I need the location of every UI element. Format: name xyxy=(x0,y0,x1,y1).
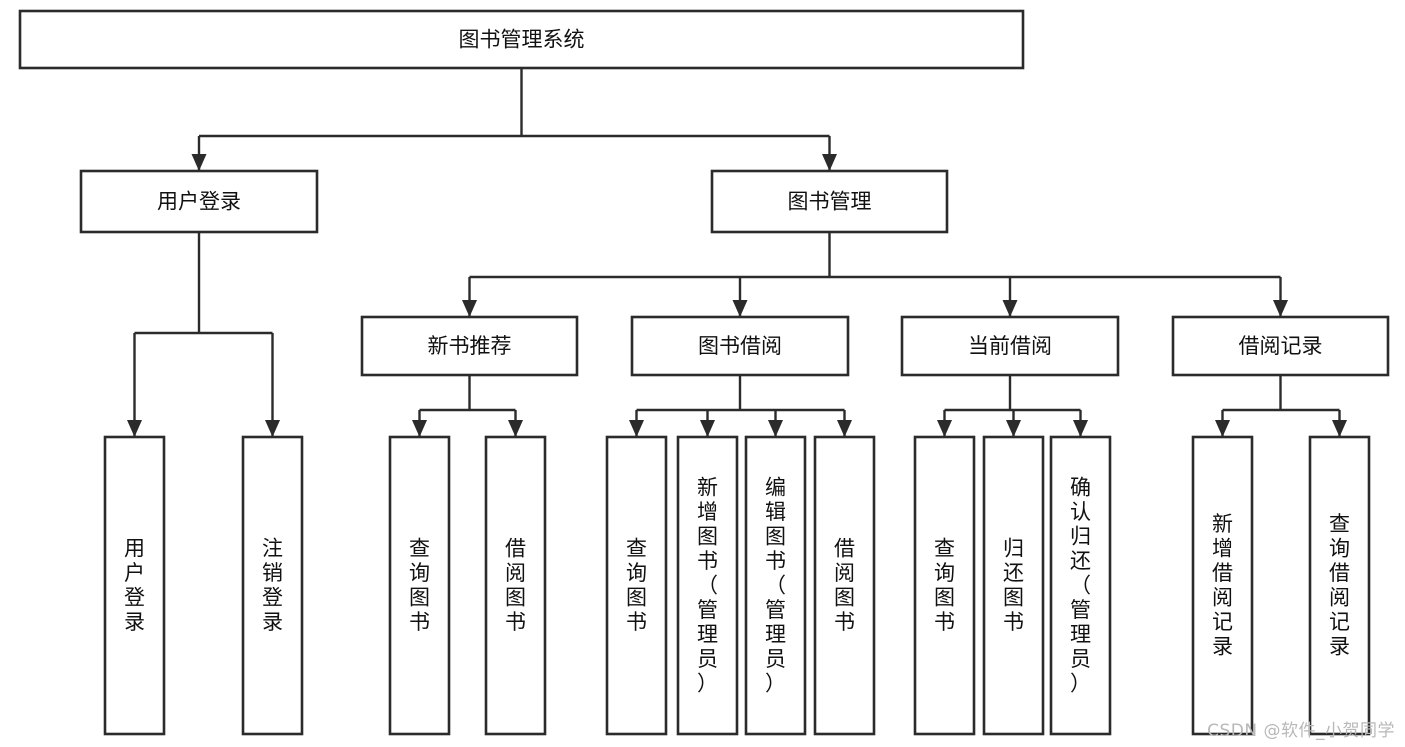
node-rect xyxy=(388,435,451,736)
node-leaf-edit-book[interactable]: 编辑图书（管理员） xyxy=(744,435,807,736)
node-rect xyxy=(813,435,876,736)
node-label: 图书管理系统 xyxy=(459,28,585,52)
node-label: 新增图书（管理员） xyxy=(697,475,718,695)
node-label: 当前借阅 xyxy=(968,334,1052,358)
node-label: 查询图书 xyxy=(626,537,647,635)
node-label: 查询借阅记录 xyxy=(1329,512,1350,659)
connector-arrowhead xyxy=(127,420,142,437)
node-borrow-record[interactable]: 借阅记录 xyxy=(1171,315,1390,377)
node-leaf-query-book-cur[interactable]: 查询图书 xyxy=(913,435,976,736)
node-label: 归还图书 xyxy=(1003,537,1024,635)
node-rect xyxy=(18,9,1025,70)
node-new-book-rec[interactable]: 新书推荐 xyxy=(360,315,579,377)
node-rect xyxy=(1171,315,1390,377)
connector-arrowhead xyxy=(837,420,852,437)
node-leaf-logout[interactable]: 注销登录 xyxy=(241,435,304,736)
connector-arrowhead xyxy=(822,154,837,171)
connector-arrowhead xyxy=(1332,420,1347,437)
node-book-manage[interactable]: 图书管理 xyxy=(710,169,949,234)
connector-arrowhead xyxy=(1215,420,1230,437)
node-label: 查询图书 xyxy=(409,537,430,635)
node-label: 图书管理 xyxy=(788,190,872,214)
node-user-login[interactable]: 用户登录 xyxy=(79,169,319,234)
node-rect xyxy=(1049,435,1112,736)
node-leaf-query-record[interactable]: 查询借阅记录 xyxy=(1308,435,1371,736)
node-label: 借阅记录 xyxy=(1239,334,1323,358)
node-rect xyxy=(360,315,579,377)
node-label: 查询图书 xyxy=(934,537,955,635)
node-leaf-borrow-book[interactable]: 借阅图书 xyxy=(813,435,876,736)
connector-arrowhead xyxy=(700,420,715,437)
connector-arrowhead xyxy=(265,420,280,437)
node-label: 图书借阅 xyxy=(698,334,782,358)
nodes-layer: 图书管理系统用户登录图书管理新书推荐图书借阅当前借阅借阅记录用户登录注销登录查询… xyxy=(18,9,1390,736)
node-label: 注销登录 xyxy=(262,537,283,635)
node-root-root[interactable]: 图书管理系统 xyxy=(18,9,1025,70)
node-leaf-return-book[interactable]: 归还图书 xyxy=(982,435,1045,736)
connector-arrowhead xyxy=(462,300,477,317)
node-rect xyxy=(900,315,1120,377)
node-rect xyxy=(630,315,850,377)
edges-layer xyxy=(127,68,1347,437)
node-rect xyxy=(1191,435,1254,736)
connector-arrowhead xyxy=(1273,300,1288,317)
connector-arrowhead xyxy=(629,420,644,437)
node-leaf-add-book[interactable]: 新增图书（管理员） xyxy=(676,435,739,736)
node-rect xyxy=(1308,435,1371,736)
node-book-borrow[interactable]: 图书借阅 xyxy=(630,315,850,377)
node-leaf-query-book-borrow[interactable]: 查询图书 xyxy=(605,435,668,736)
node-label: 新书推荐 xyxy=(428,334,512,358)
node-label: 用户登录 xyxy=(124,537,145,635)
connector-arrowhead xyxy=(732,300,748,317)
node-rect xyxy=(484,435,547,736)
node-rect xyxy=(103,435,166,736)
node-leaf-borrow-book-rec[interactable]: 借阅图书 xyxy=(484,435,547,736)
node-leaf-user-login[interactable]: 用户登录 xyxy=(103,435,166,736)
node-label: 借阅图书 xyxy=(834,537,855,635)
node-rect xyxy=(605,435,668,736)
connector-arrowhead xyxy=(937,420,952,437)
node-leaf-query-book-rec[interactable]: 查询图书 xyxy=(388,435,451,736)
node-label: 新增借阅记录 xyxy=(1212,512,1233,659)
connector-arrowhead xyxy=(1002,300,1018,317)
node-rect xyxy=(676,435,739,736)
node-label: 用户登录 xyxy=(157,190,241,214)
connector-arrowhead xyxy=(1006,420,1021,437)
node-label: 借阅图书 xyxy=(505,537,526,635)
connector-arrowhead xyxy=(1073,420,1088,437)
node-rect xyxy=(710,169,949,234)
node-leaf-add-record[interactable]: 新增借阅记录 xyxy=(1191,435,1254,736)
node-leaf-confirm-return[interactable]: 确认归还（管理员） xyxy=(1049,435,1112,736)
node-rect xyxy=(913,435,976,736)
connector-arrowhead xyxy=(508,420,523,437)
node-rect xyxy=(744,435,807,736)
node-label: 编辑图书（管理员） xyxy=(765,475,786,695)
node-rect xyxy=(79,169,319,234)
node-current-borrow[interactable]: 当前借阅 xyxy=(900,315,1120,377)
connector-arrowhead xyxy=(768,420,783,437)
node-rect xyxy=(982,435,1045,736)
node-rect xyxy=(241,435,304,736)
connector-arrowhead xyxy=(191,154,207,171)
connector-arrowhead xyxy=(412,420,427,437)
node-label: 确认归还（管理员） xyxy=(1070,475,1091,695)
